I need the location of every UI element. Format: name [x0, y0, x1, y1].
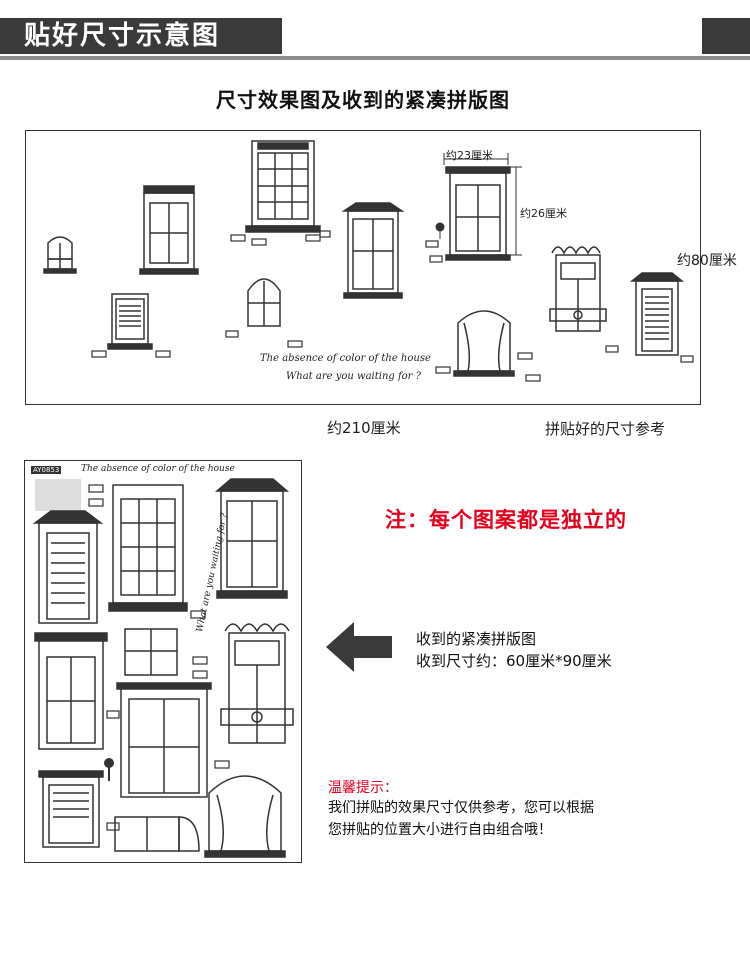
window-shutter-right — [629, 272, 685, 356]
note-independent-patterns: 注：每个图案都是独立的 — [385, 508, 627, 532]
reference-label: 拼贴好的尺寸参考 — [545, 420, 666, 438]
compact-caption: The absence of color of the house — [81, 464, 235, 474]
compact-fan-window — [114, 816, 200, 852]
compact-windows-illustration — [32, 478, 294, 858]
header-title-block: 贴好尺寸示意图 — [0, 18, 282, 54]
tips-line-1: 我们拼贴的效果尺寸仅供参考，您可以根据 — [328, 800, 594, 816]
compact-shutter-1 — [32, 510, 104, 624]
compact-arched-window — [124, 628, 178, 676]
received-line-1: 收到的紧凑拼版图 — [416, 630, 537, 648]
assembled-effect-panel: The absence of color of the house What a… — [25, 130, 701, 405]
window-small-arched — [43, 236, 77, 274]
tips-line-2: 您拼贴的位置大小进行自由组合哦！ — [328, 822, 552, 838]
caption-line-1: The absence of color of the house — [260, 353, 431, 364]
window-tall-door — [139, 185, 199, 275]
received-info: 收到的紧凑拼版图 收到尺寸约：60厘米*90厘米 — [416, 628, 612, 672]
page-subtitle: 尺寸效果图及收到的紧凑拼版图 — [216, 88, 510, 112]
dimension-height-small: 约26厘米 — [520, 207, 567, 220]
received-line-2: 收到尺寸约：60厘米*90厘米 — [416, 652, 612, 670]
caption-line-2: What are you waiting for ? — [286, 371, 422, 382]
tips-body: 我们拼贴的效果尺寸仅供参考，您可以根据 您拼贴的位置大小进行自由组合哦！ — [328, 797, 594, 841]
window-shutter-1 — [107, 293, 153, 350]
tips-title: 温馨提示： — [328, 780, 398, 796]
header-divider — [0, 56, 750, 60]
compact-tall-window — [214, 478, 290, 599]
window-center-tall — [341, 202, 405, 299]
compact-shutter-small — [38, 770, 104, 848]
compact-center-window — [116, 682, 212, 798]
window-balcony — [549, 246, 607, 332]
header-right-block — [702, 18, 750, 54]
product-tag: AY0853 — [31, 466, 62, 474]
compact-grid-window — [108, 484, 188, 612]
window-grid-large — [245, 140, 321, 233]
compact-balcony — [220, 623, 294, 744]
section-header: 贴好尺寸示意图 — [0, 18, 750, 62]
header-title: 贴好尺寸示意图 — [24, 21, 221, 51]
dimension-width-small: 约23厘米 — [446, 149, 493, 162]
compact-layout-panel: AY0853 The absence of color of the house — [24, 460, 302, 863]
compact-curtain-window — [204, 775, 286, 858]
dimension-height-total: 约80厘米 — [677, 253, 737, 269]
compact-door — [34, 632, 108, 750]
dimension-width-total: 约210厘米 — [327, 419, 401, 437]
window-curtain-arched — [453, 310, 515, 377]
window-dimension-sample — [445, 166, 511, 261]
windows-illustration — [43, 140, 694, 382]
window-arched-small — [247, 278, 281, 327]
arrow-left-icon — [326, 622, 392, 672]
